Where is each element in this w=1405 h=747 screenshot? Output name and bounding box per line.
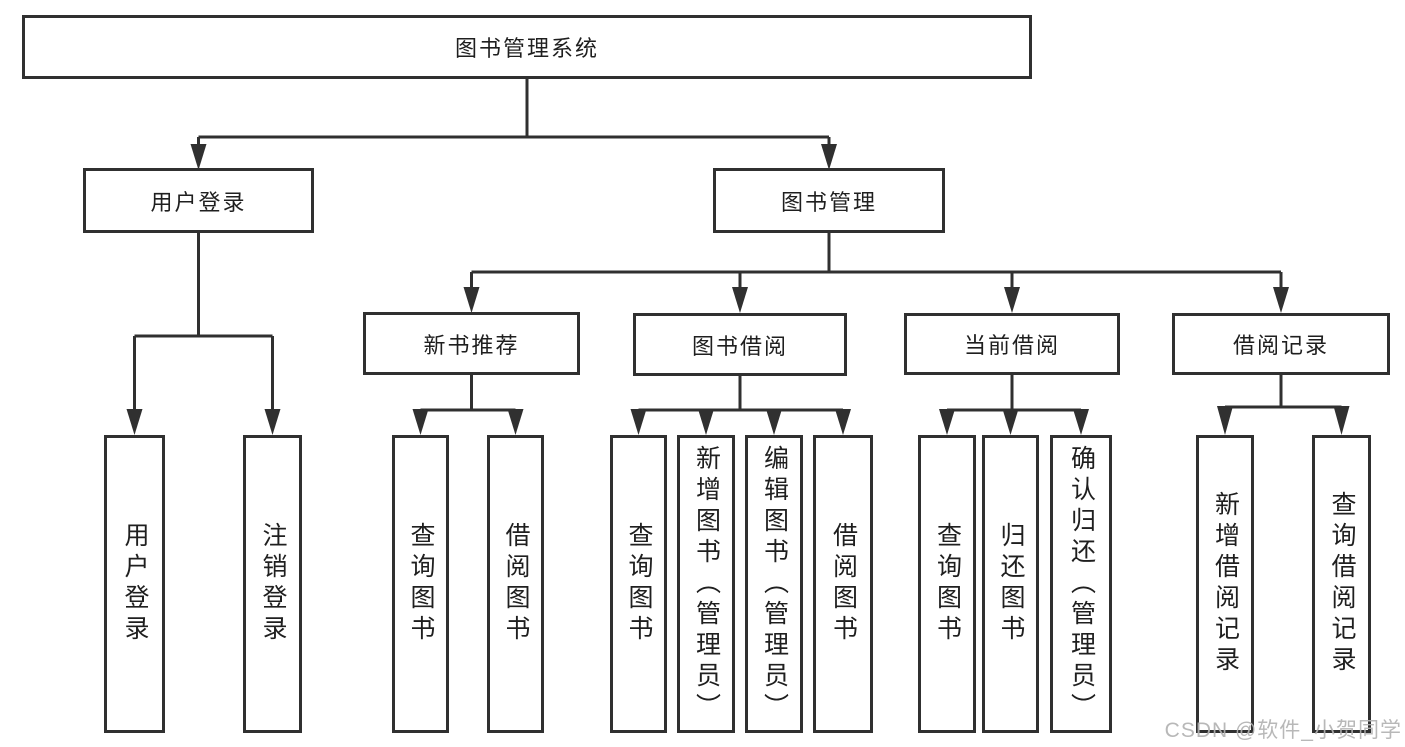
leaf-label: 借阅图书 [829,522,858,646]
leaf-label: 查询图书 [625,522,653,646]
leaf-add-borrow-record: 新增借阅记录 [1196,435,1254,733]
leaf-label: 编辑图书（管理员） [760,444,789,724]
node-current-borrow: 当前借阅 [904,313,1120,375]
leaf-borrow-book-1: 借阅图书 [487,435,544,733]
leaf-return-book: 归还图书 [982,435,1039,733]
node-new-book-recommend: 新书推荐 [363,312,580,375]
leaf-edit-book-admin: 编辑图书（管理员） [745,435,803,733]
leaf-label: 新增借阅记录 [1211,491,1240,677]
node-label: 图书管理 [780,189,877,215]
node-label: 借阅记录 [1232,333,1329,358]
leaf-user-login: 用户登录 [104,435,165,733]
node-book-management: 图书管理 [713,168,945,233]
leaf-label: 查询图书 [407,522,435,646]
leaf-query-book-2: 查询图书 [610,435,667,733]
csdn-watermark: CSDN @软件_小贺同学 [1164,719,1402,742]
leaf-logout: 注销登录 [243,435,302,733]
node-root-library-system: 图书管理系统 [22,15,1032,79]
leaf-label: 归还图书 [997,522,1025,646]
leaf-label: 确认归还（管理员） [1067,444,1096,724]
leaf-label: 借阅图书 [502,522,530,646]
node-label: 用户登录 [150,189,247,215]
node-book-borrow: 图书借阅 [633,313,847,376]
leaf-add-book-admin: 新增图书（管理员） [677,435,735,733]
leaf-confirm-return-admin: 确认归还（管理员） [1050,435,1112,733]
leaf-label: 查询图书 [933,522,962,646]
node-label: 当前借阅 [963,333,1060,358]
node-label: 图书借阅 [691,333,788,359]
leaf-query-book-1: 查询图书 [392,435,449,733]
leaf-query-book-3: 查询图书 [918,435,976,733]
leaf-label: 查询借阅记录 [1328,491,1356,677]
node-label: 图书管理系统 [454,36,599,61]
leaf-label: 注销登录 [259,522,287,646]
leaf-label: 用户登录 [121,522,149,646]
leaf-query-borrow-record: 查询借阅记录 [1312,435,1371,733]
leaf-borrow-book-2: 借阅图书 [813,435,873,733]
node-user-login-group: 用户登录 [83,168,314,233]
node-borrow-records: 借阅记录 [1172,313,1390,375]
leaf-label: 新增图书（管理员） [692,444,721,724]
node-label: 新书推荐 [423,332,520,358]
